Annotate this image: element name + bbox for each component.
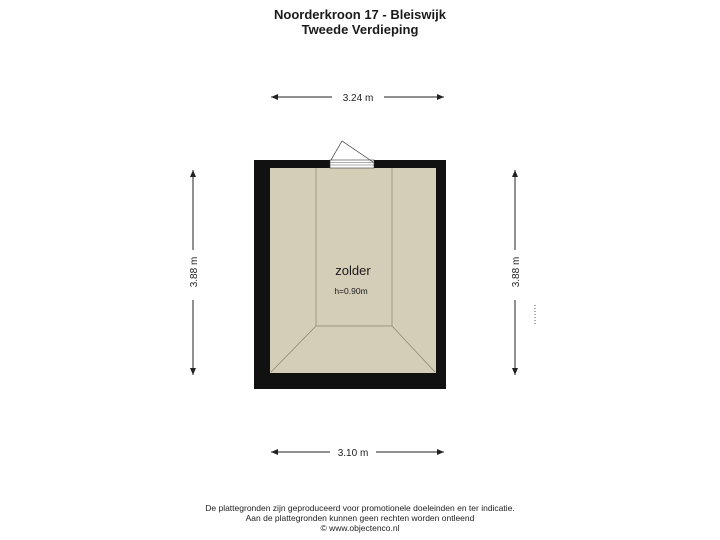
disclaimer-line-2: Aan de plattegronden kunnen geen rechten…	[245, 513, 475, 523]
disclaimer-line-1: De plattegronden zijn geproduceerd voor …	[205, 503, 515, 513]
dimension-top: 3.24 m	[271, 93, 444, 104]
room-floor	[270, 168, 436, 373]
dimension-right-label: 3.88 m	[511, 257, 522, 288]
copyright-line: © www.objectenco.nl	[320, 523, 400, 533]
dimension-top-label: 3.24 m	[343, 93, 374, 104]
window-skylight	[329, 140, 375, 169]
dimension-left: 3.88 m	[189, 170, 200, 375]
dimension-left-label: 3.88 m	[189, 257, 200, 288]
dimension-bottom: 3.10 m	[271, 448, 444, 459]
roof-slope-lines	[270, 168, 436, 373]
plan-floor-title: Tweede Verdieping	[301, 22, 419, 37]
room-height-label: h=0.90m	[334, 286, 367, 296]
plan-address-title: Noorderkroon 17 - Bleiswijk	[274, 7, 446, 22]
room-name-label: zolder	[335, 263, 371, 278]
dimension-bottom-label: 3.10 m	[338, 448, 369, 459]
dimension-right: 3.88 m	[511, 170, 522, 375]
